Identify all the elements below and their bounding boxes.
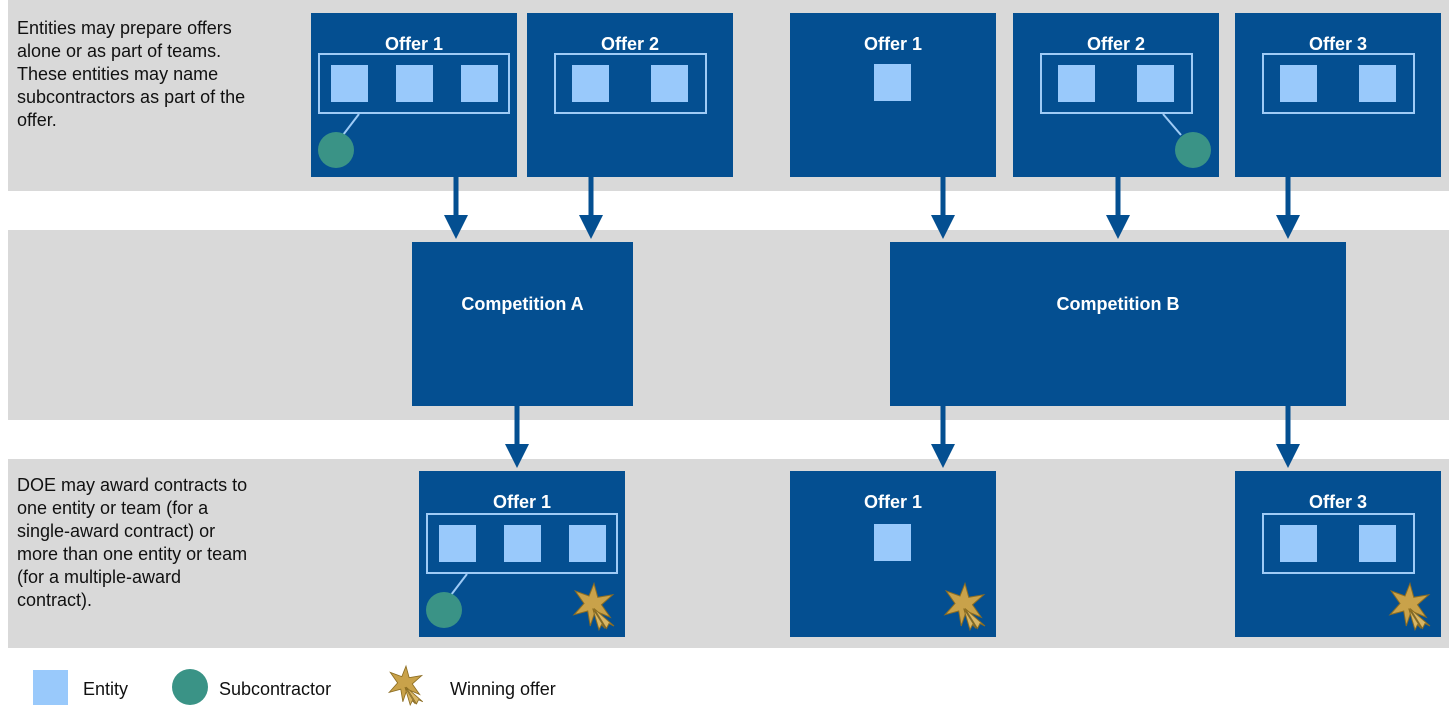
legend-winning-label: Winning offer (450, 679, 556, 699)
team-outline (1262, 53, 1415, 114)
award-ribbon-icon (572, 581, 615, 631)
competition-title: Competition B (1056, 294, 1180, 314)
subcontractor-circle (426, 592, 462, 628)
awards-band (8, 459, 1449, 648)
arrow-down-icon (931, 406, 955, 468)
entity-square (1280, 65, 1317, 102)
offer-box-a2: Offer 2 (527, 13, 733, 177)
offer-box-b2: Offer 2 (1013, 13, 1219, 177)
offer-title: Offer 1 (384, 34, 444, 54)
entity-square (874, 64, 911, 101)
subcontractor-circle (1175, 132, 1211, 168)
entity-square (396, 65, 433, 102)
entity-square (504, 525, 541, 562)
team-outline (426, 513, 618, 574)
arrow-down-icon (931, 177, 955, 239)
offer-box-b3: Offer 3 (1235, 13, 1441, 177)
offer-title: Offer 3 (1308, 34, 1368, 54)
offers-description: Entities may prepare offers alone or as … (17, 18, 246, 130)
offer-box-a1: Offer 1 (311, 13, 517, 177)
entity-square (331, 65, 368, 102)
offer-title: Offer 3 (1308, 492, 1368, 512)
subcontractor-connector (342, 113, 360, 136)
legend-subcontractor-label: Subcontractor (219, 679, 332, 699)
entity-square (461, 65, 498, 102)
offer-title: Offer 1 (863, 34, 923, 54)
entity-square (1137, 65, 1174, 102)
offer-title: Offer 1 (863, 492, 923, 512)
competition-b: Competition B (890, 242, 1346, 406)
team-outline (1262, 513, 1415, 574)
legend-subcontractor-swatch (172, 669, 208, 705)
offer-title: Offer 1 (492, 492, 552, 512)
arrow-down-icon (579, 177, 603, 239)
award-ribbon-icon (1388, 581, 1431, 631)
award-box-a1: Offer 1 (419, 471, 625, 637)
award-ribbon-icon (387, 664, 424, 706)
entity-square (1359, 65, 1396, 102)
team-outline (318, 53, 510, 114)
entity-square (651, 65, 688, 102)
team-outline (554, 53, 707, 114)
entity-square (439, 525, 476, 562)
entity-square (569, 525, 606, 562)
offer-title: Offer 2 (1086, 34, 1146, 54)
entity-square (874, 524, 911, 561)
award-ribbon-icon (943, 581, 986, 631)
legend-entity-label: Entity (83, 679, 129, 699)
arrow-down-icon (1276, 406, 1300, 468)
subcontractor-circle (318, 132, 354, 168)
offer-title: Offer 2 (600, 34, 660, 54)
entity-square (572, 65, 609, 102)
competition-a: Competition A (412, 242, 633, 406)
subcontractor-connector (1162, 113, 1182, 136)
arrow-down-icon (1276, 177, 1300, 239)
offer-box-b1: Offer 1 (790, 13, 996, 177)
entity-square (1058, 65, 1095, 102)
arrow-down-icon (505, 406, 529, 468)
awards-description: DOE may award contracts to one entity or… (17, 475, 248, 610)
competition-title: Competition A (461, 294, 584, 314)
entity-square (1280, 525, 1317, 562)
arrow-down-icon (1106, 177, 1130, 239)
award-box-b1: Offer 1 (790, 471, 996, 637)
subcontractor-connector (450, 573, 468, 596)
entity-square (1359, 525, 1396, 562)
legend-entity-swatch (33, 670, 68, 705)
team-outline (1040, 53, 1193, 114)
arrow-down-icon (444, 177, 468, 239)
award-box-b3: Offer 3 (1235, 471, 1441, 637)
